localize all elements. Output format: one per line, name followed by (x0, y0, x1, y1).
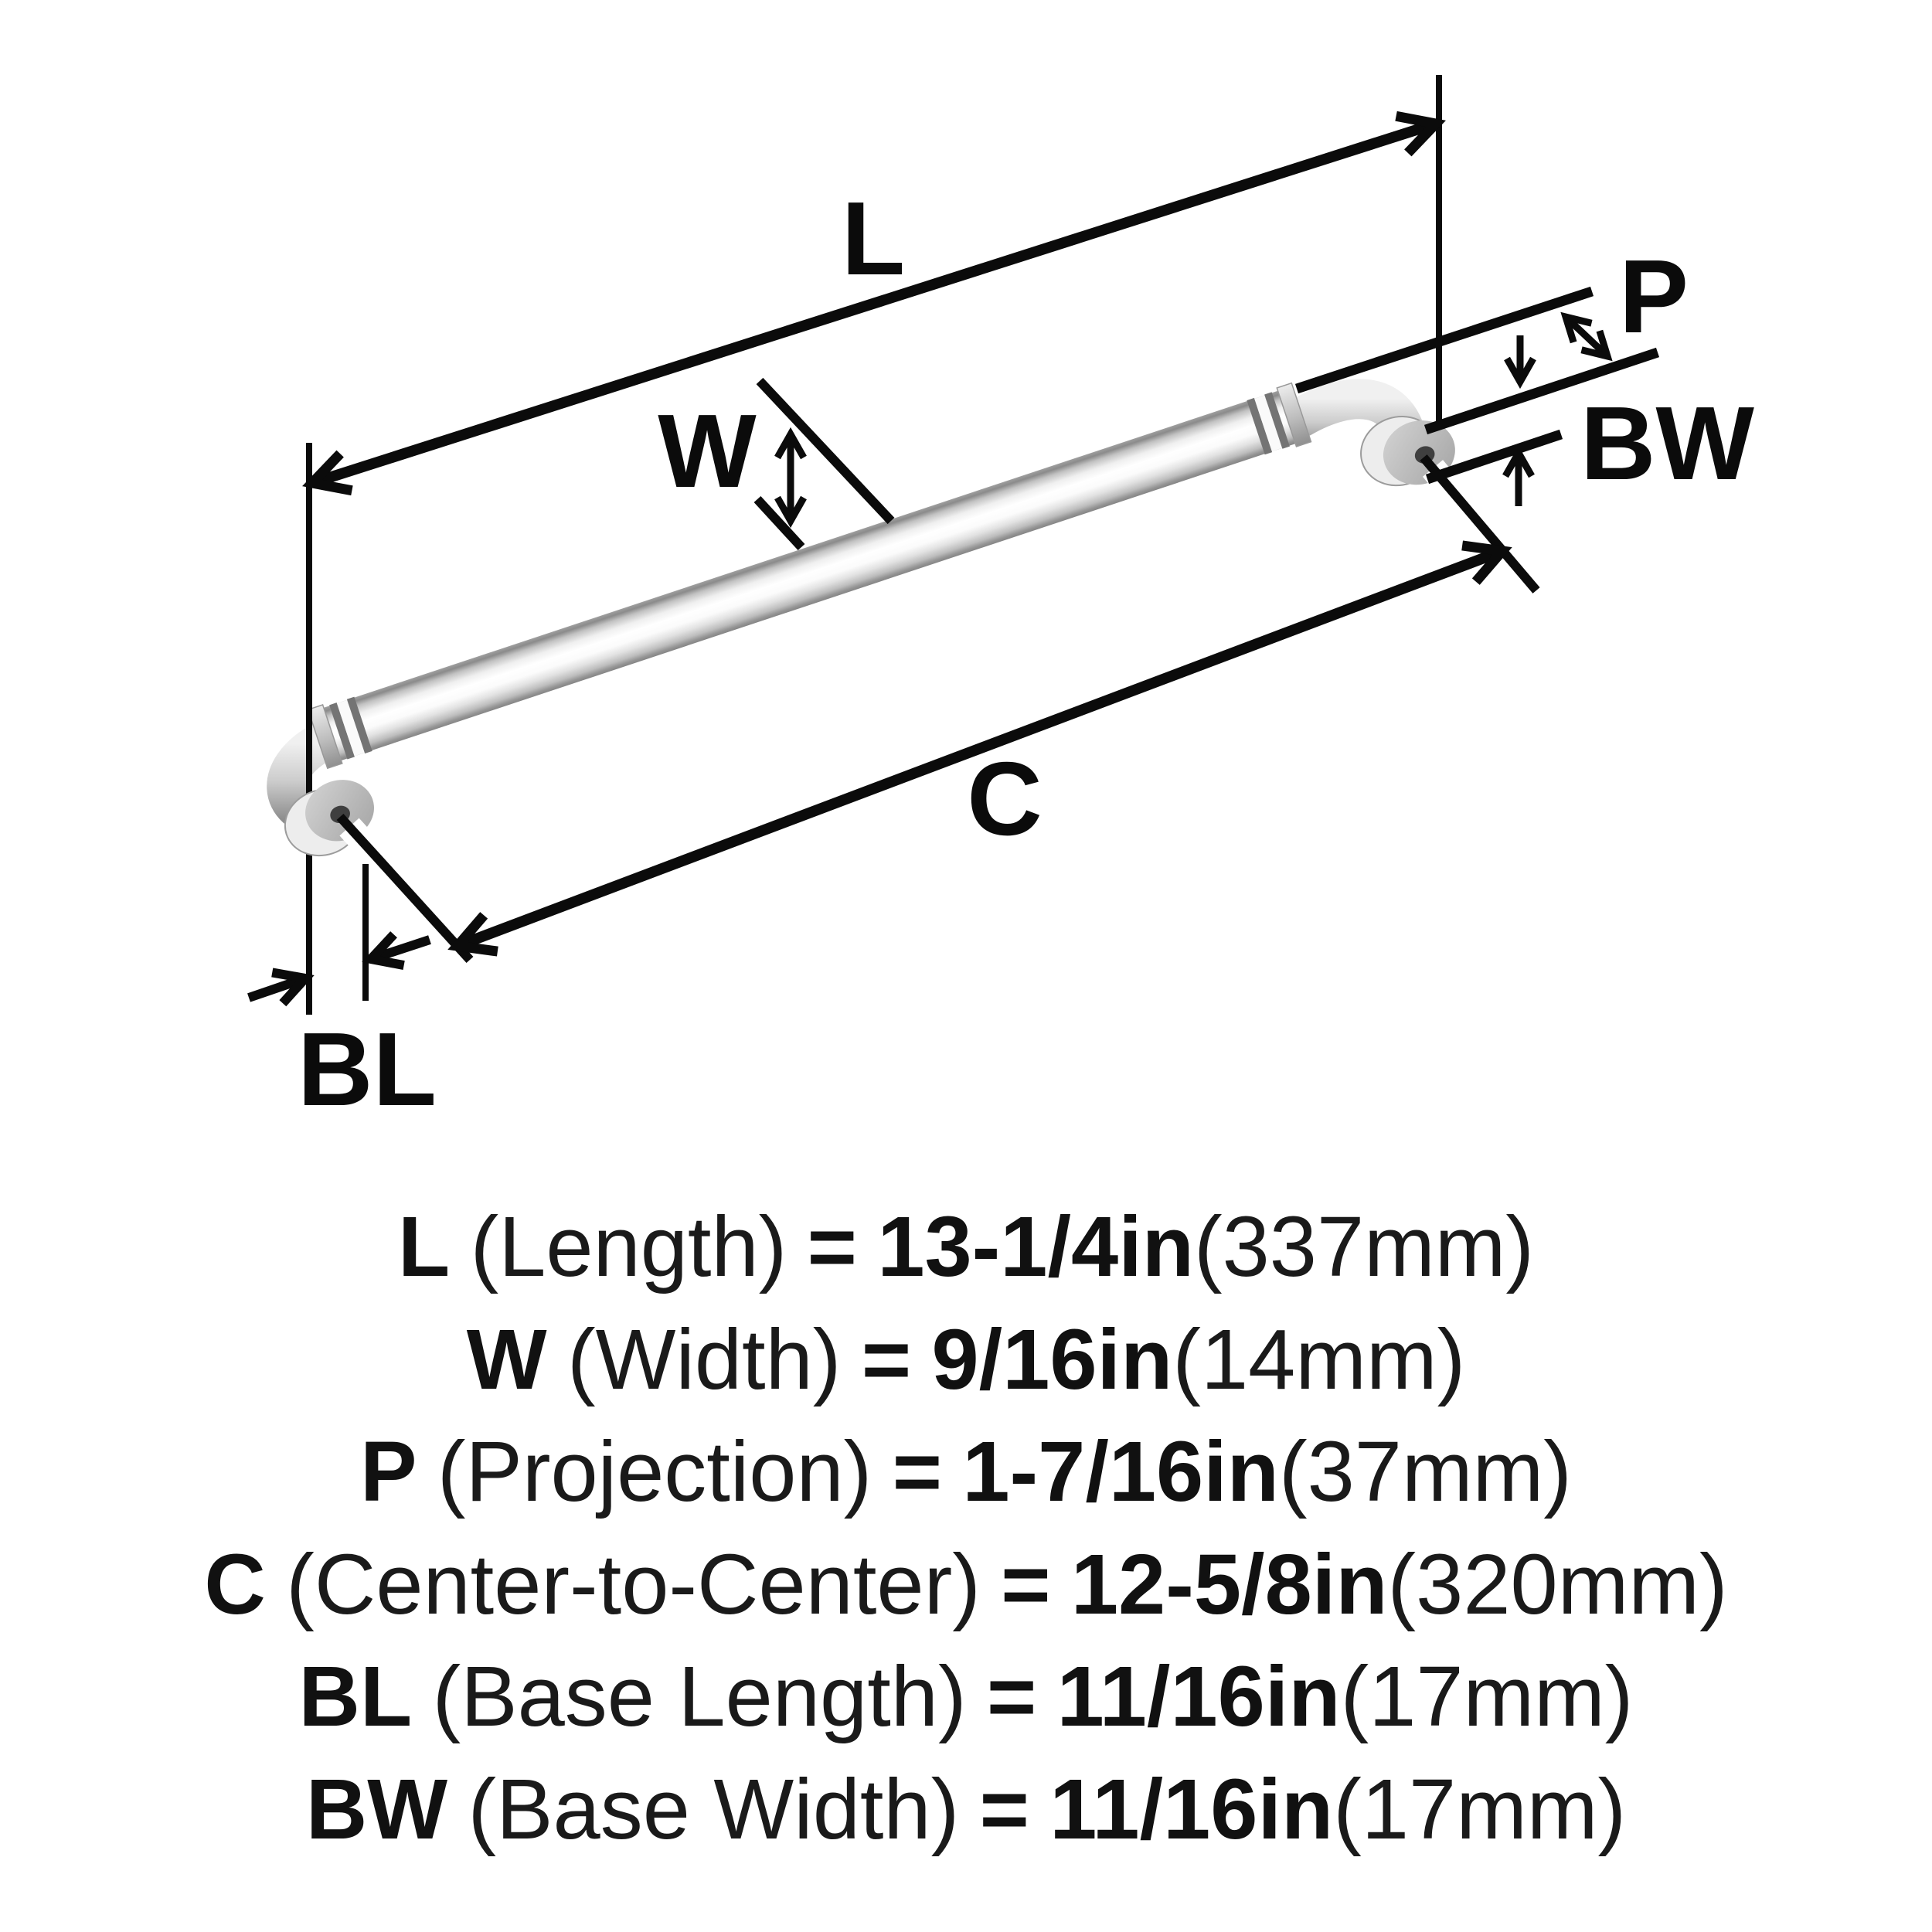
spec-metric-value: (17mm) (1340, 1649, 1634, 1744)
spec-name: (Length) (470, 1199, 787, 1294)
dimension-diagram: L W P BW C (247, 75, 1754, 1128)
w-tick-inner (753, 495, 805, 551)
spec-metric-value: (320mm) (1387, 1536, 1728, 1632)
spec-line-projection: P(Projection)=1-7/16in(37mm) (0, 1416, 1932, 1529)
spec-symbol: BL (298, 1649, 413, 1744)
spec-imperial-value: 11/16in (1056, 1649, 1341, 1744)
p-reference-lower (1423, 347, 1660, 435)
label-L: L (842, 180, 905, 297)
dimension-P: P (1294, 238, 1689, 435)
spec-name: (Base Length) (432, 1649, 967, 1744)
spec-line-width: W(Width)=9/16in(14mm) (0, 1304, 1932, 1417)
spec-symbol: W (466, 1311, 547, 1407)
spec-equals: = (861, 1311, 912, 1407)
dimension-BL: BL (247, 864, 437, 1128)
spec-equals: = (979, 1761, 1029, 1857)
bw-reference-line (1425, 429, 1563, 485)
spec-line-base-length: BL(Base Length)=11/16in(17mm) (0, 1641, 1932, 1753)
spec-equals: = (892, 1424, 942, 1519)
dimension-W: W (658, 377, 895, 551)
label-BL: BL (298, 1011, 437, 1128)
dimension-line-L (302, 111, 1446, 496)
spec-line-base-width: BW(Base Width)=11/16in(17mm) (0, 1753, 1932, 1866)
spec-imperial-value: 13-1/4in (877, 1199, 1194, 1294)
label-C: C (967, 740, 1043, 857)
handle-graphic (267, 379, 1428, 839)
dimension-L: L (302, 111, 1446, 496)
spec-line-length: L(Length)=13-1/4in(337mm) (0, 1191, 1932, 1304)
p-diagonal-arrow (1560, 311, 1613, 362)
label-BW: BW (1580, 385, 1754, 502)
label-W: W (658, 393, 757, 509)
spec-line-center-to-center: C(Center-to-Center)=12-5/8in(320mm) (0, 1529, 1932, 1641)
spec-symbol: P (360, 1424, 417, 1519)
spec-imperial-value: 11/16in (1049, 1761, 1334, 1857)
spec-symbol: BW (305, 1761, 448, 1857)
bl-arrow-right (362, 931, 431, 970)
label-P: P (1619, 238, 1689, 355)
spec-imperial-value: 9/16in (931, 1311, 1173, 1407)
spec-metric-value: (17mm) (1333, 1761, 1627, 1857)
spec-name: (Center-to-Center) (286, 1536, 981, 1632)
p-reference-upper (1294, 286, 1594, 394)
spec-symbol: L (397, 1199, 451, 1294)
spec-name: (Projection) (437, 1424, 872, 1519)
spec-name: (Base Width) (468, 1761, 960, 1857)
dimension-line-C (447, 540, 1512, 957)
spec-metric-value: (37mm) (1278, 1424, 1572, 1519)
center-leader-left (336, 813, 474, 964)
dimension-C: C (447, 540, 1512, 957)
spec-equals: = (986, 1649, 1037, 1744)
w-tick-outer (756, 377, 895, 525)
spec-imperial-value: 1-7/16in (962, 1424, 1279, 1519)
spec-metric-value: (337mm) (1193, 1199, 1535, 1294)
dimension-BW: BW (1425, 385, 1754, 506)
spec-imperial-value: 12-5/8in (1070, 1536, 1388, 1632)
spec-equals: = (807, 1199, 857, 1294)
spec-metric-value: (14mm) (1172, 1311, 1466, 1407)
spec-symbol: C (204, 1536, 266, 1632)
spec-name: (Width) (566, 1311, 842, 1407)
spec-equals: = (1001, 1536, 1051, 1632)
bl-arrow-left (247, 968, 315, 1007)
spec-list: L(Length)=13-1/4in(337mm) W(Width)=9/16i… (0, 1191, 1932, 1866)
